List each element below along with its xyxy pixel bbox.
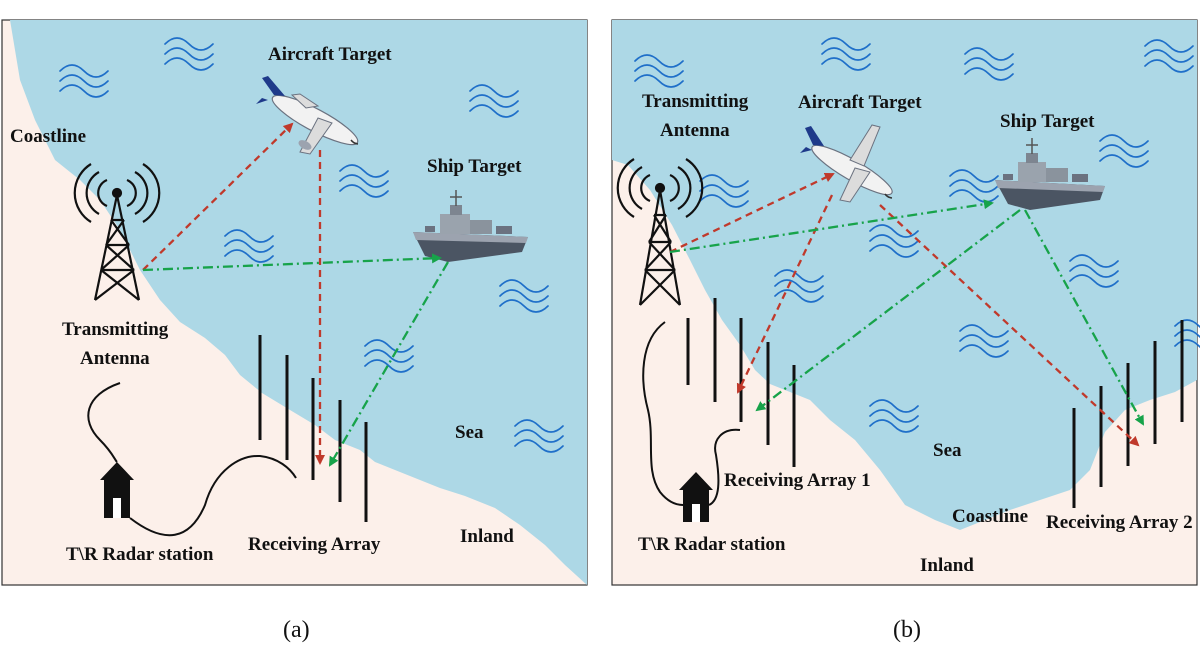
panel-b: Transmitting Antenna Aircraft Target Shi…: [611, 19, 1200, 586]
panel-b-tower-icon: [616, 158, 704, 306]
panel-b-receiving-array-2: [1072, 320, 1184, 508]
panel-b-ship-label: Ship Target: [1000, 111, 1095, 132]
panel-b-receiver2-label: Receiving Array 2: [1046, 512, 1193, 533]
panel-a-station-label: T\R Radar station: [66, 544, 214, 565]
panel-b-sea: [612, 20, 1197, 530]
panel-a-aircraft-icon: [256, 76, 359, 155]
panel-b-receiver1-label: Receiving Array 1: [724, 470, 871, 491]
panel-b-station-label: T\R Radar station: [638, 534, 786, 555]
panel-b-tx-label-line1: Transmitting: [642, 91, 749, 112]
panel-a-caption: (a): [283, 617, 310, 643]
panel-a-aircraft-label: Aircraft Target: [268, 44, 392, 65]
panel-a-inland-label: Inland: [460, 526, 514, 547]
panel-a-signal-paths: [142, 122, 449, 467]
panel-a-cable: [87, 382, 297, 537]
panel-b-cable: [642, 321, 741, 506]
panel-b-inland-label: Inland: [920, 555, 974, 576]
panel-a-station-icon: [100, 462, 134, 518]
panel-b-caption: (b): [893, 617, 921, 643]
panel-b-ship-icon: [995, 138, 1105, 210]
panel-b-station-icon: [679, 472, 713, 522]
panel-b-coastline-label: Coastline: [952, 506, 1028, 527]
panel-b-sea-label: Sea: [933, 440, 962, 461]
panel-b-aircraft-label: Aircraft Target: [798, 92, 922, 113]
panel-b-signal-paths: [669, 172, 1145, 447]
panel-a-sea-label: Sea: [455, 422, 484, 443]
panel-a-tx-label-line1: Transmitting: [62, 319, 169, 340]
panel-a-ship-label: Ship Target: [427, 156, 522, 177]
panel-b-aircraft-icon: [800, 124, 893, 203]
panel-b-receiving-array-1: [686, 298, 796, 467]
panel-a: Coastline Aircraft Target Ship Target Tr…: [1, 19, 588, 586]
panel-a-receiving-array: [258, 335, 368, 522]
panel-a-tower-icon: [73, 163, 161, 301]
panel-a-coastline-label: Coastline: [10, 126, 86, 147]
panel-b-tx-label-line2: Antenna: [660, 120, 730, 141]
panel-a-sea: [10, 20, 587, 585]
panel-a-tx-label-line2: Antenna: [80, 348, 150, 369]
panel-a-receiver-label: Receiving Array: [248, 534, 381, 555]
